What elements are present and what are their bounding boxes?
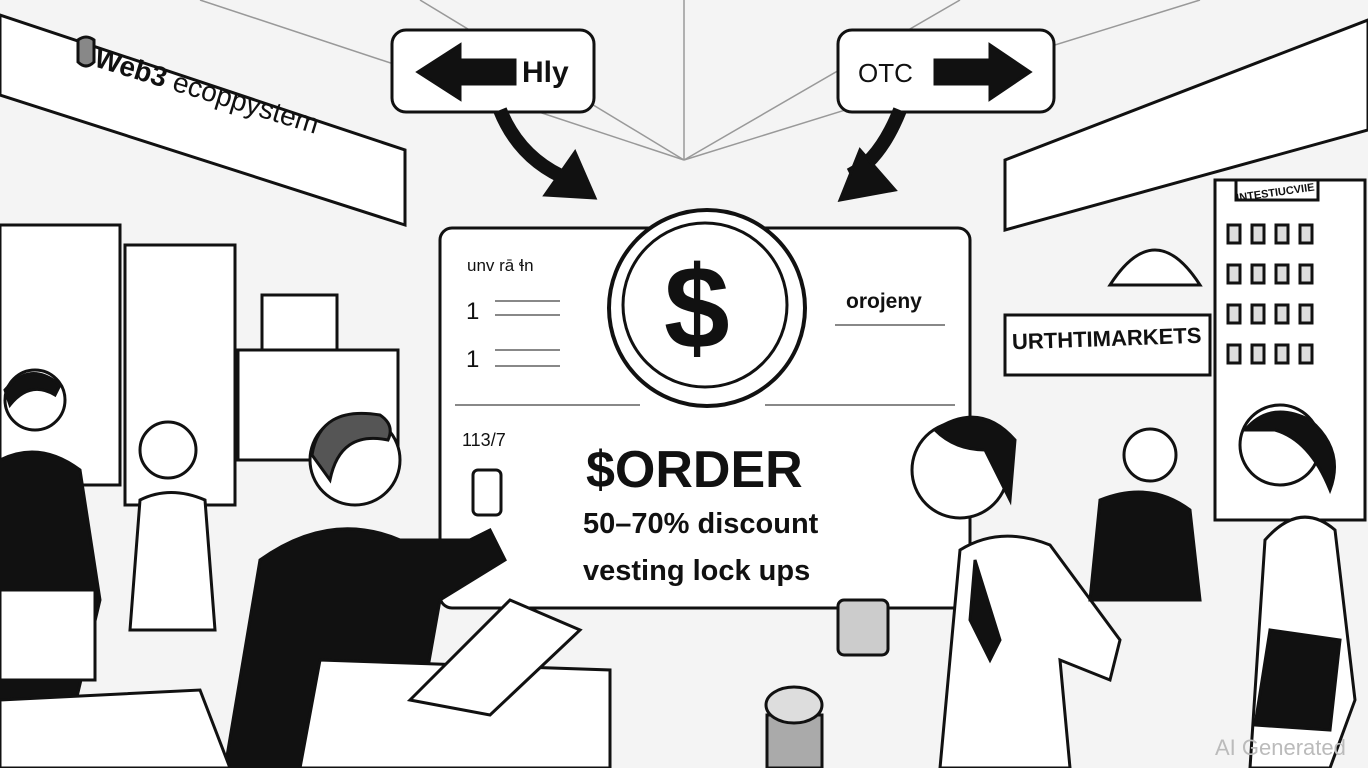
person-background-right [1088, 490, 1202, 602]
person-background-left [128, 491, 217, 632]
list-number: 1 [466, 346, 480, 373]
board-header: unv rā ɬn [467, 256, 534, 275]
laptop [406, 598, 583, 717]
down-arrow-left-icon [542, 148, 598, 200]
desk-center [298, 658, 612, 768]
right-arrow-icon [933, 42, 1033, 102]
right-display-panel [1003, 18, 1368, 232]
down-arrow-right-icon [837, 147, 898, 202]
markets-sign [1003, 313, 1212, 377]
person-left-trader [223, 527, 507, 768]
phone-right [836, 598, 890, 657]
handwritten-number: 113/7 [462, 430, 506, 450]
otc-label: OTC [858, 58, 913, 88]
left-arrow-icon [415, 42, 517, 102]
dollar-coin-icon: $ [664, 242, 730, 374]
vesting-text: vesting lock ups [583, 555, 811, 587]
ai-watermark: AI Generated [1215, 735, 1346, 760]
token-ticker: $ORDER [586, 441, 803, 499]
shield-logo-icon [76, 35, 96, 68]
desk-left [0, 688, 232, 768]
monitor-left [0, 588, 97, 682]
hly-label: Hly [522, 56, 569, 89]
board-right-label: orojeny [846, 290, 922, 313]
list-number: 1 [466, 298, 480, 325]
phone-left [471, 468, 503, 517]
discount-text: 50–70% discount [583, 508, 819, 540]
building-left [0, 223, 122, 487]
ecosystem-sign [0, 13, 407, 228]
